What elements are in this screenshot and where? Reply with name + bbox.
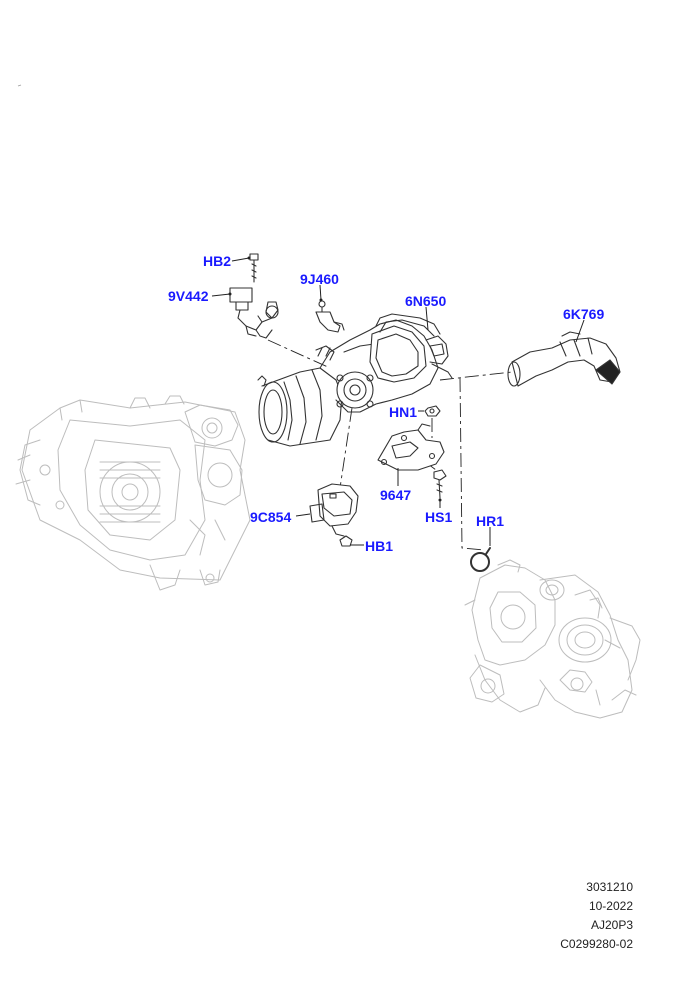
air-tube-6k769 bbox=[507, 331, 621, 387]
intake-elbow-assembly bbox=[257, 313, 453, 447]
turbocharger-ghost bbox=[464, 559, 641, 719]
callout-9j460: 9J460 bbox=[300, 271, 339, 287]
reference-line-4: C0299280-02 bbox=[560, 937, 633, 951]
actuator-9c854 bbox=[309, 483, 359, 537]
callout-hn1: HN1 bbox=[389, 404, 418, 420]
callout-6k769: 6K769 bbox=[563, 306, 605, 322]
bolt-hb2 bbox=[249, 253, 259, 283]
sensor-9v442 bbox=[229, 287, 279, 339]
temperature-sensor-9j460 bbox=[315, 300, 345, 333]
reference-line-2: 10-2022 bbox=[588, 899, 633, 913]
callout-hb1: HB1 bbox=[365, 538, 394, 554]
engine-block-ghost bbox=[15, 395, 251, 591]
callout-9c854: 9C854 bbox=[250, 509, 292, 525]
callout-9v442: 9V442 bbox=[168, 288, 209, 304]
reference-line-3: AJ20P3 bbox=[590, 918, 633, 932]
corner-mark bbox=[17, 84, 22, 87]
callout-hs1: HS1 bbox=[425, 509, 453, 525]
clamp-ring-hr1 bbox=[470, 547, 491, 572]
callout-hb2: HB2 bbox=[203, 253, 232, 269]
bolt-hs1 bbox=[433, 469, 447, 499]
callout-9647: 9647 bbox=[380, 487, 412, 503]
bracket-9647 bbox=[377, 423, 445, 471]
leader-lines bbox=[211, 257, 585, 546]
nut-hn1 bbox=[424, 405, 441, 417]
reference-line-1: 3031210 bbox=[586, 880, 633, 894]
leader-dots bbox=[228, 256, 442, 502]
callout-hr1: HR1 bbox=[476, 513, 505, 529]
bolt-hb1 bbox=[339, 535, 353, 547]
drawing-reference-block: 3031210 10-2022 AJ20P3 C0299280-02 bbox=[560, 878, 633, 954]
callout-6n650: 6N650 bbox=[405, 293, 447, 309]
